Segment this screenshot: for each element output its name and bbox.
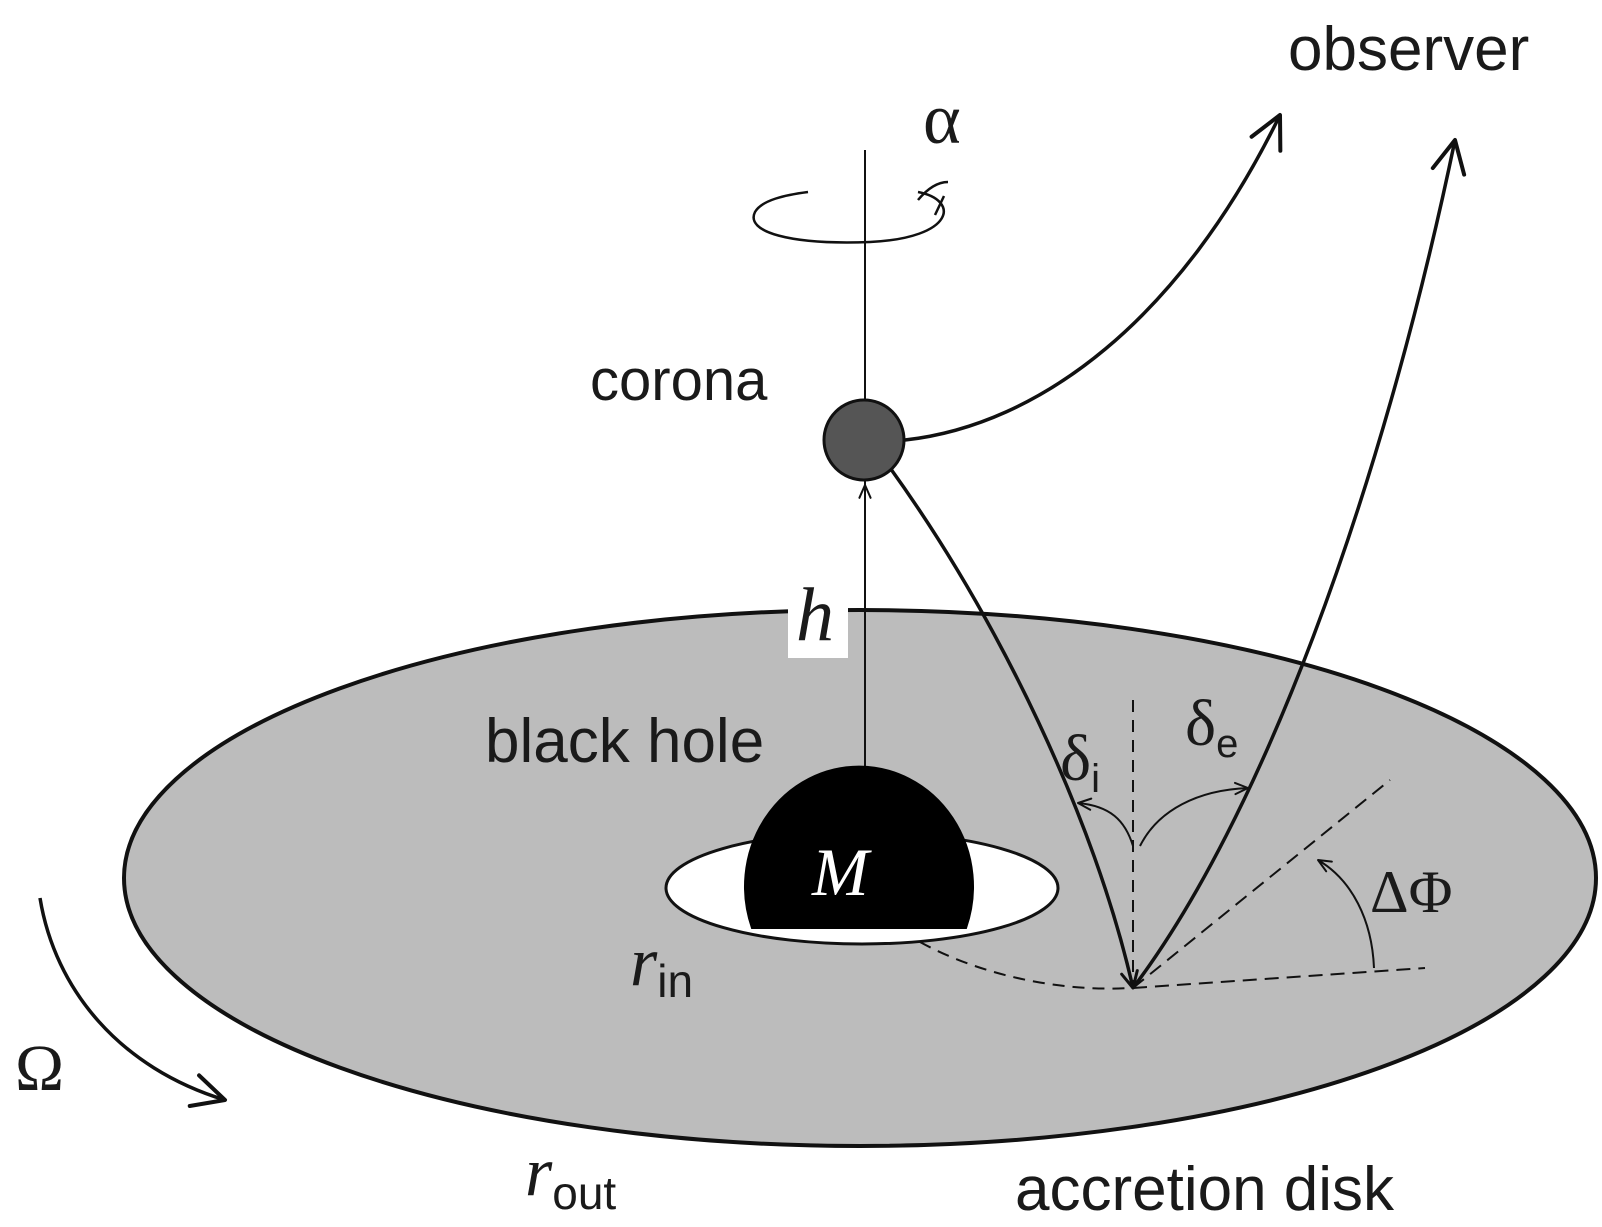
delta-e-symbol: δ — [1185, 687, 1216, 760]
mass-label: M — [811, 834, 872, 910]
r-in-symbol: r — [630, 924, 658, 1001]
delta-i-subscript: i — [1091, 757, 1100, 801]
rotation-arrow — [754, 192, 944, 242]
r-in-subscript: in — [657, 955, 693, 1007]
observer-label: observer — [1288, 15, 1529, 84]
r-out-symbol: r — [525, 1134, 553, 1211]
accretion-disk-label: accretion disk — [1015, 1155, 1395, 1224]
delta-i-symbol: δ — [1060, 722, 1091, 795]
r-out-subscript: out — [552, 1167, 616, 1219]
r-out-label: rout — [525, 1134, 616, 1219]
alpha-label: α — [923, 79, 961, 159]
delta-phi-label: ΔΦ — [1370, 859, 1452, 925]
omega-label: Ω — [15, 1032, 64, 1105]
h-label: h — [796, 573, 834, 657]
delta-e-subscript: e — [1216, 722, 1238, 766]
corona — [824, 400, 904, 480]
direct-ray — [905, 115, 1280, 440]
corona-label: corona — [590, 348, 768, 413]
black-hole-label: black hole — [485, 707, 764, 776]
